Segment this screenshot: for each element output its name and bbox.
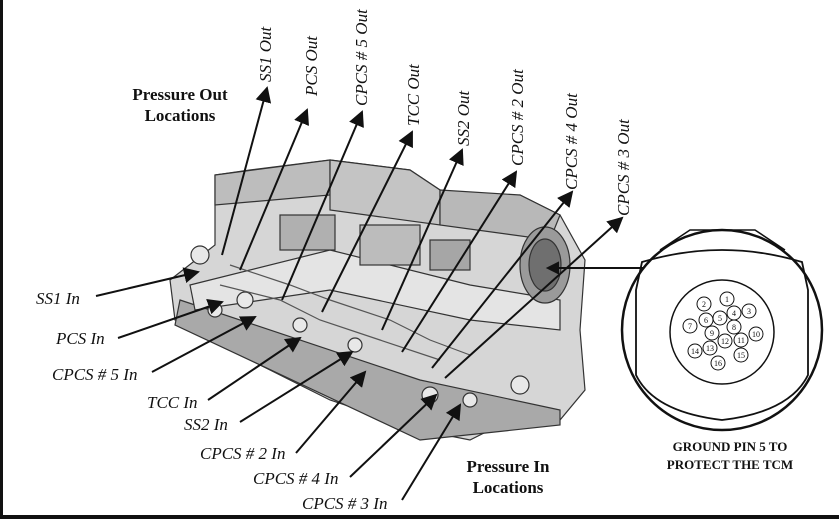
- pressure-in-heading-line2: Locations: [472, 478, 544, 497]
- connector-pin-2: 2: [702, 300, 706, 309]
- out-label-ss2: SS2 Out: [454, 90, 473, 146]
- connector-pin-14: 14: [691, 347, 699, 356]
- out-label-ss1: SS1 Out: [256, 26, 275, 82]
- connector-pin-4: 4: [732, 309, 736, 318]
- in-label-pcs: PCS In: [56, 329, 105, 348]
- connector-pin-10: 10: [752, 330, 760, 339]
- connector-pin-8: 8: [732, 323, 736, 332]
- connector-caption-line2: PROTECT THE TCM: [666, 457, 794, 472]
- pressure-out-heading-line1: Pressure Out: [132, 85, 228, 104]
- connector-pin-9: 9: [710, 329, 714, 338]
- connector-pin-7: 7: [688, 322, 692, 331]
- connector-pin-11: 11: [737, 336, 745, 345]
- in-label-ss1: SS1 In: [36, 289, 80, 308]
- in-label-tcc: TCC In: [147, 393, 198, 412]
- pressure-in-leader-lines: [95, 267, 462, 501]
- frame-left-edge: [0, 0, 3, 519]
- in-label-ss2: SS2 In: [184, 415, 228, 434]
- connector-caption: GROUND PIN 5 TO PROTECT THE TCM: [640, 438, 820, 474]
- pressure-out-leader-lines: [221, 86, 624, 379]
- connector-pin-6: 6: [704, 316, 708, 325]
- out-label-cpcs5: CPCS # 5 Out: [352, 9, 371, 106]
- in-label-cpcs4: CPCS # 4 In: [253, 469, 339, 488]
- connector-pin-5: 5: [718, 314, 722, 323]
- in-label-cpcs5: CPCS # 5 In: [52, 365, 138, 384]
- valve-body: [169, 159, 586, 441]
- pressure-out-heading: Pressure Out Locations: [118, 84, 242, 126]
- connector-pin-16: 16: [714, 359, 722, 368]
- connector-pin-12: 12: [721, 337, 729, 346]
- connector-pin-3: 3: [747, 307, 751, 316]
- out-label-cpcs3: CPCS # 3 Out: [614, 119, 633, 216]
- frame-bottom-edge: [0, 515, 839, 519]
- pressure-in-heading: Pressure In Locations: [448, 456, 568, 498]
- out-label-tcc: TCC Out: [404, 64, 423, 126]
- in-label-cpcs3: CPCS # 3 In: [302, 494, 388, 513]
- pressure-out-heading-line2: Locations: [144, 106, 216, 125]
- connector-pin-13: 13: [706, 344, 714, 353]
- out-label-pcs: PCS Out: [302, 36, 321, 96]
- connector-caption-line1: GROUND PIN 5 TO: [672, 439, 788, 454]
- connector-pin-15: 15: [737, 351, 745, 360]
- out-label-cpcs4: CPCS # 4 Out: [562, 93, 581, 190]
- connector-pin-1: 1: [725, 295, 729, 304]
- out-label-cpcs2: CPCS # 2 Out: [508, 69, 527, 166]
- pressure-in-heading-line1: Pressure In: [466, 457, 550, 476]
- in-label-cpcs2: CPCS # 2 In: [200, 444, 286, 463]
